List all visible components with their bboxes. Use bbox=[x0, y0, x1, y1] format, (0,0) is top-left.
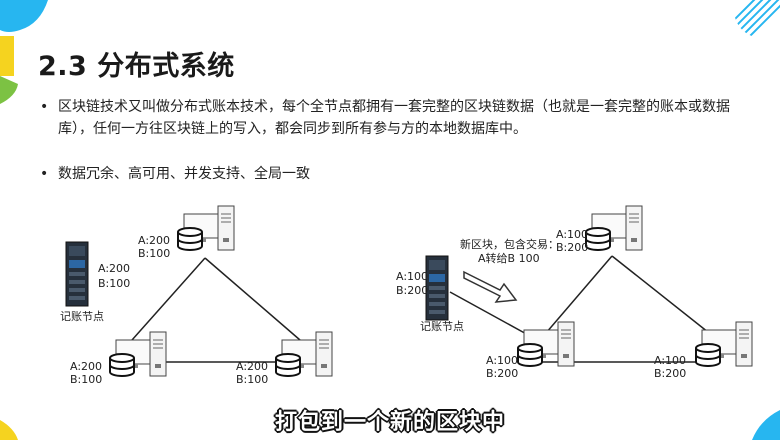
node-balance-a: A:200 bbox=[70, 360, 102, 373]
ledger-server-icon bbox=[425, 255, 449, 321]
bullet-dot: • bbox=[40, 99, 49, 115]
node-balance-b: B:200 bbox=[556, 241, 588, 254]
video-subtitle: 打包到一个新的区块中 bbox=[274, 410, 505, 435]
node-balance-a: A:200 bbox=[236, 360, 268, 373]
bottom-right-accent bbox=[752, 410, 780, 440]
node-balance-b: B:200 bbox=[486, 367, 518, 380]
node-balance-a: A:100 bbox=[654, 354, 686, 367]
ledger-balance-b: B:100 bbox=[98, 277, 130, 290]
node-computer-icon bbox=[109, 331, 167, 377]
ledger-balance-a: A:100 bbox=[396, 270, 428, 283]
node-computer-icon bbox=[177, 205, 235, 251]
connection-line bbox=[131, 257, 206, 341]
bottom-left-accent bbox=[0, 420, 18, 440]
ledger-node-caption: 记账节点 bbox=[60, 310, 104, 323]
connection-line bbox=[611, 255, 719, 341]
ledger-node-caption: 记账节点 bbox=[420, 320, 464, 333]
bullet-dot: • bbox=[40, 166, 49, 182]
node-balance-a: A:200 bbox=[138, 234, 170, 247]
node-computer-icon bbox=[517, 321, 575, 367]
new-block-label: 新区块，包含交易： bbox=[460, 237, 559, 251]
page-title: 2.3 分布式系统 bbox=[38, 51, 235, 82]
node-balance-b: B:100 bbox=[70, 373, 102, 386]
left-yellow-accent bbox=[0, 36, 14, 76]
connection-line bbox=[204, 257, 301, 341]
node-balance-b: B:200 bbox=[654, 367, 686, 380]
ledger-server-icon bbox=[65, 241, 89, 307]
connection-line bbox=[449, 291, 531, 337]
node-balance-b: B:100 bbox=[236, 373, 268, 386]
node-balance-a: A:100 bbox=[556, 228, 588, 241]
node-balance-a: A:100 bbox=[486, 354, 518, 367]
connection-line bbox=[539, 255, 613, 341]
bullet-text: 区块链技术又叫做分布式账本技术，每个全节点都拥有一套完整的区块链数据（也就是一套… bbox=[58, 99, 730, 137]
left-green-accent bbox=[0, 76, 18, 104]
new-block-arrow-icon bbox=[463, 270, 518, 303]
transaction-label: A转给B 100 bbox=[478, 251, 540, 265]
node-computer-icon bbox=[275, 331, 333, 377]
ledger-balance-a: A:200 bbox=[98, 262, 130, 275]
right-network: A:100 B:200 记账节点 新区块，包含交易： A转给B 100 A:10… bbox=[396, 205, 753, 380]
node-balance-b: B:100 bbox=[138, 247, 170, 260]
ledger-balance-b: B:200 bbox=[396, 284, 428, 297]
bullet-text: 数据冗余、高可用、并发支持、全局一致 bbox=[58, 166, 310, 182]
top-left-blue-accent bbox=[0, 0, 48, 32]
left-network: A:200 B:100 记账节点 A:200 B:100 A:200 B:100… bbox=[60, 205, 333, 386]
node-computer-icon bbox=[585, 205, 643, 251]
